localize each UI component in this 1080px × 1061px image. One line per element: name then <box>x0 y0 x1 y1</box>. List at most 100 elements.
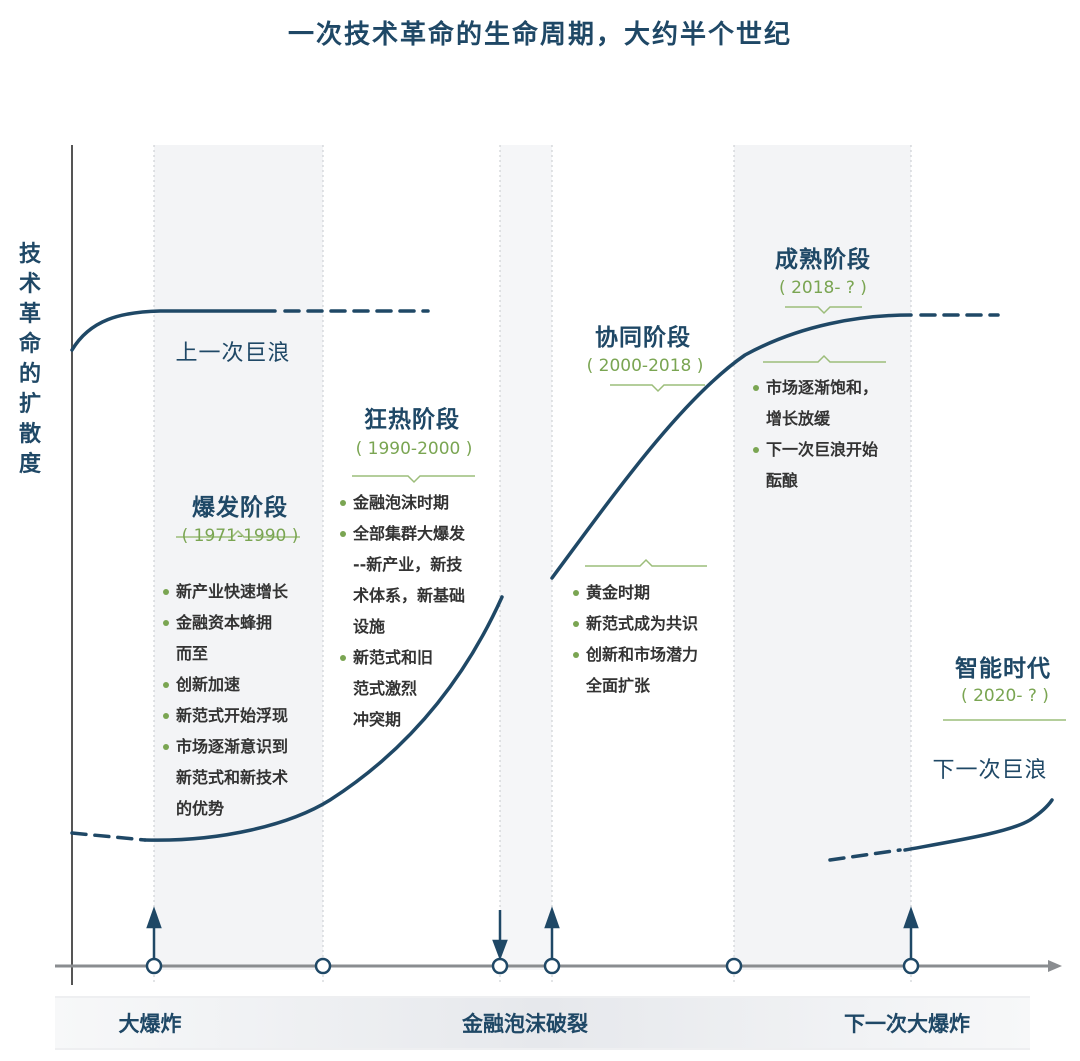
bullet-text: 新范式和旧 <box>353 648 434 667</box>
bullet-text: 冲突期 <box>353 710 402 729</box>
bullets-eruption: 新产业快速增长金融资本蜂拥而至创新加速新范式开始浮现市场逐渐意识到新范式和新技术… <box>163 576 288 824</box>
timeline-node <box>491 957 509 975</box>
page-title: 一次技术革命的生命周期，大约半个世纪 <box>287 20 792 50</box>
separator-up <box>176 529 300 538</box>
bullet-dot-icon <box>340 655 346 661</box>
bullet-text: 增长放缓 <box>766 409 831 428</box>
separator-down <box>610 384 705 393</box>
bullet-text: 新范式成为共识 <box>586 614 699 633</box>
bullet-text: 的优势 <box>176 799 225 818</box>
bullet-text: 市场逐渐意识到 <box>176 737 289 756</box>
bullet-text: 而至 <box>176 644 209 663</box>
bullet-dot-icon <box>573 652 579 658</box>
y-axis-label: 技术革命的扩散度 <box>18 242 41 477</box>
next-wave-label: 下一次巨浪 <box>932 758 1048 783</box>
timeline-node <box>145 957 163 975</box>
bullet-item: 新范式成为共识 <box>573 608 698 639</box>
bullet-dot-icon <box>163 713 169 719</box>
early-curve-dashed <box>70 831 147 842</box>
bullet-item: 下一次巨浪开始 <box>753 434 878 465</box>
gridlines <box>153 145 912 985</box>
bullet-dot-icon <box>340 531 346 537</box>
bullet-text: 下一次巨浪开始 <box>766 440 879 459</box>
bullet-dot-icon <box>163 620 169 626</box>
bullet-dot-icon <box>573 621 579 627</box>
bullet-item-continuation: 冲突期 <box>340 704 465 735</box>
bullet-text: 新产业快速增长 <box>176 582 289 601</box>
event-next-big-bang: 下一次大爆炸 <box>844 1012 970 1036</box>
bullet-item: 金融资本蜂拥 <box>163 607 288 638</box>
arrow-down-icon <box>492 939 508 961</box>
bullet-text: --新产业，新技 <box>353 555 463 574</box>
bullet-text: 黄金时期 <box>586 583 651 602</box>
eruption-frenzy-curve <box>143 595 504 842</box>
band-turning-point <box>500 145 552 970</box>
stage-title-synergy: 协同阶段 <box>595 325 691 351</box>
bullet-dot-icon <box>573 590 579 596</box>
bullets-maturity: 市场逐渐饱和， 增长放缓下一次巨浪开始酝酿 <box>753 372 878 496</box>
bullet-text: 金融泡沫时期 <box>353 493 450 512</box>
bullet-item: 新范式开始浮现 <box>163 700 288 731</box>
bullets-synergy: 黄金时期新范式成为共识创新和市场潜力全面扩张 <box>573 577 698 701</box>
previous-wave-label: 上一次巨浪 <box>175 341 291 366</box>
bullet-item-continuation: 全面扩张 <box>573 670 698 701</box>
bullet-text: 术体系，新基础 <box>353 586 466 605</box>
event-band <box>55 996 1030 1050</box>
stage-years-maturity: ( 2018- ? ) <box>779 278 867 298</box>
stage-years-frenzy: ( 1990-2000 ) <box>355 439 473 459</box>
bullet-text: 新范式开始浮现 <box>176 706 289 725</box>
bullet-item: 创新加速 <box>163 669 288 700</box>
stage-title-maturity: 成熟阶段 <box>775 247 871 273</box>
bullet-dot-icon <box>753 385 759 391</box>
bullet-item-continuation: 酝酿 <box>753 465 878 496</box>
x-axis-arrow-icon <box>1048 960 1062 972</box>
next-wave-curve <box>903 798 1054 852</box>
stage-years-synergy: ( 2000-2018 ) <box>586 356 704 376</box>
arrow-up-icon <box>903 906 919 929</box>
bullet-item-continuation: 范式激烈 <box>340 673 465 704</box>
timeline-node <box>543 957 561 975</box>
previous-wave-curve <box>70 309 277 352</box>
bullet-item-continuation: 术体系，新基础 <box>340 580 465 611</box>
timeline-node <box>725 957 743 975</box>
bullet-item-continuation: 新范式和新技术 <box>163 762 288 793</box>
bullet-text: 全面扩张 <box>586 676 651 695</box>
bullet-item-continuation: 而至 <box>163 638 288 669</box>
bullet-item: 新范式和旧 <box>340 642 465 673</box>
bullet-item: 黄金时期 <box>573 577 698 608</box>
bullet-item-continuation: --新产业，新技 <box>340 549 465 580</box>
bullet-item: 金融泡沫时期 <box>340 487 465 518</box>
bullet-item: 市场逐渐饱和， <box>753 372 878 403</box>
bullet-dot-icon <box>340 500 346 506</box>
event-big-bang: 大爆炸 <box>118 1012 182 1036</box>
event-bubble-burst: 金融泡沫破裂 <box>462 1012 588 1036</box>
synergy-maturity-curve <box>550 313 913 580</box>
stage-title-frenzy: 狂热阶段 <box>364 407 460 433</box>
stage-title-ai-era: 智能时代 <box>955 656 1051 682</box>
bullet-item: 全部集群大爆发 <box>340 518 465 549</box>
band-eruption <box>154 145 323 970</box>
bullet-dot-icon <box>753 447 759 453</box>
bullet-item: 新产业快速增长 <box>163 576 288 607</box>
bullet-text: 全部集群大爆发 <box>353 524 466 543</box>
stage-title-eruption: 爆发阶段 <box>192 495 288 521</box>
stage-years-ai-era: ( 2020- ? ) <box>961 686 1049 706</box>
bullet-item-continuation: 的优势 <box>163 793 288 824</box>
bullet-dot-icon <box>163 589 169 595</box>
separator-up <box>763 354 886 363</box>
band-maturity <box>734 145 911 970</box>
next-wave-dashed <box>828 848 902 862</box>
bullet-text: 新范式和新技术 <box>176 768 289 787</box>
separator-down <box>352 475 475 484</box>
bullet-item-continuation: 增长放缓 <box>753 403 878 434</box>
bullet-text: 创新加速 <box>176 675 241 694</box>
bullet-text: 酝酿 <box>766 471 799 490</box>
bullet-text: 金融资本蜂拥 <box>176 613 273 632</box>
bullet-dot-icon <box>163 744 169 750</box>
bullet-text: 市场逐渐饱和， <box>766 378 879 397</box>
bullet-item: 创新和市场潜力 <box>573 639 698 670</box>
timeline-node <box>902 957 920 975</box>
timeline-node <box>314 957 332 975</box>
bullets-frenzy: 金融泡沫时期全部集群大爆发--新产业，新技术体系，新基础设施新范式和旧范式激烈冲… <box>340 487 465 735</box>
